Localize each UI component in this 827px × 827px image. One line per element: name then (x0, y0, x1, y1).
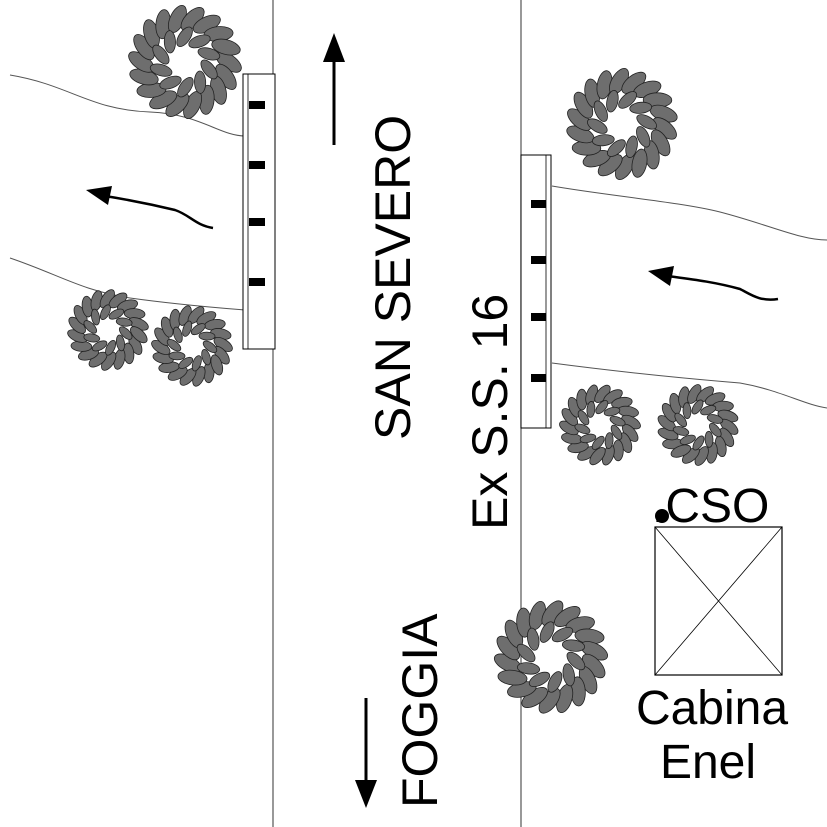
flow-arrow-right (648, 266, 779, 301)
tree-icon (493, 600, 609, 714)
label-enel: Enel (660, 736, 756, 789)
culvert-left (242, 73, 276, 350)
stream-bank-right-upper (551, 185, 827, 241)
stream-bank-right-lower (551, 362, 827, 409)
tree-icon (67, 289, 149, 371)
cso-point (655, 509, 669, 523)
cabin-box (654, 526, 783, 676)
label-foggia: FOGGIA (392, 613, 448, 808)
label-road-name: Ex S.S. 16 (462, 294, 518, 530)
tree-icon (128, 5, 242, 119)
tree-group (67, 5, 739, 714)
label-cabina: Cabina (636, 682, 788, 735)
arrow-south (355, 698, 377, 808)
culvert-right (520, 154, 552, 429)
tree-icon (151, 305, 233, 387)
tree-icon (566, 67, 678, 181)
tree-icon (657, 384, 739, 466)
arrow-north (323, 33, 345, 145)
stream-bank-left-upper (9, 74, 246, 137)
stream-bank-left-lower (9, 257, 246, 311)
label-san-severo: SAN SEVERO (365, 115, 421, 440)
label-cso: .CSO (652, 480, 769, 533)
flow-arrow-left (86, 186, 214, 230)
tree-icon (559, 384, 641, 466)
